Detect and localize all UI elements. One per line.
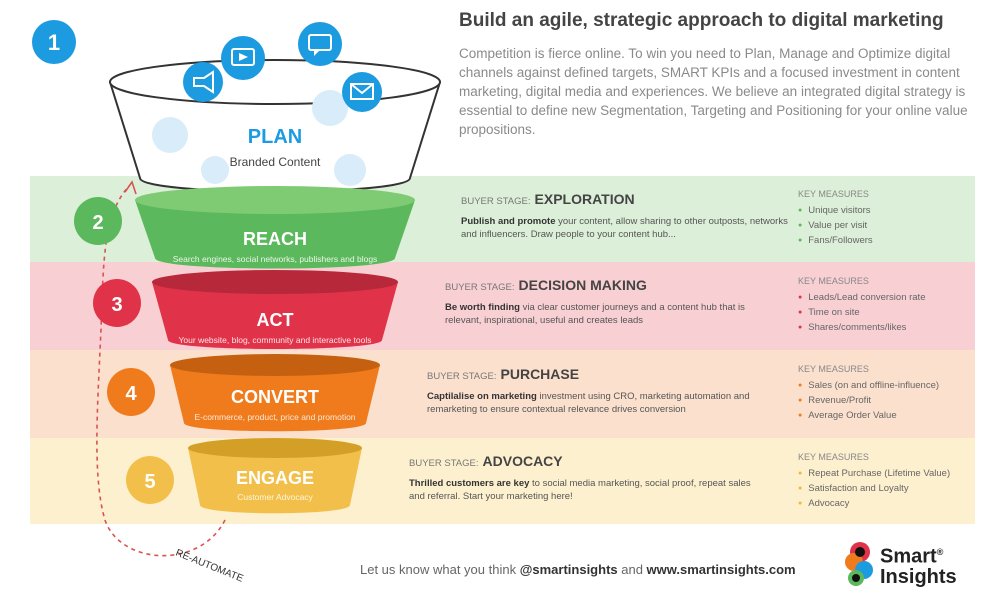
plan-subtitle: Branded Content: [230, 155, 321, 169]
stage-highlight: Publish and promote: [461, 216, 556, 227]
measures-heading: KEY MEASURES: [798, 452, 869, 462]
footer-prefix: Let us know what you think: [360, 562, 520, 577]
measures-heading: KEY MEASURES: [798, 364, 869, 374]
twitter-handle-link[interactable]: @smartinsights: [519, 562, 618, 577]
stage-highlight: Be worth finding: [445, 302, 520, 313]
stage-name: PURCHASE: [500, 366, 580, 382]
chat-icon: [298, 22, 342, 66]
act-segment: ACT Your website, blog, community and in…: [152, 270, 398, 349]
engage-segment: ENGAGE Customer Advocacy: [188, 438, 362, 514]
measures-heading: KEY MEASURES: [798, 189, 869, 199]
measure-item: Revenue/Profit: [798, 395, 978, 406]
convert-segment: CONVERT E-commerce, product, price and p…: [170, 354, 380, 432]
convert-title: CONVERT: [231, 387, 319, 407]
stage-label: BUYER STAGE:: [427, 371, 497, 382]
svg-text:3: 3: [111, 294, 122, 316]
act-title: ACT: [257, 310, 294, 330]
stage-highlight: Thrilled customers are key: [409, 478, 530, 489]
act-subtitle: Your website, blog, community and intera…: [179, 335, 372, 345]
step-4-badge: 4: [107, 368, 155, 416]
footer-middle: and: [617, 562, 647, 577]
measure-item: Unique visitors: [798, 205, 978, 216]
convert-subtitle: E-commerce, product, price and promotion: [194, 412, 355, 422]
loop-arrowhead: [124, 180, 137, 195]
intro-paragraph: Competition is fierce online. To win you…: [459, 46, 968, 137]
video-icon: [221, 36, 265, 80]
stage-advocacy: BUYER STAGE:ADVOCACY Thrilled customers …: [409, 454, 754, 503]
svg-text:1: 1: [48, 30, 60, 55]
measure-item: Repeat Purchase (Lifetime Value): [798, 468, 978, 479]
page-title: Build an agile, strategic approach to di…: [459, 10, 944, 31]
step-3-badge: 3: [93, 279, 141, 327]
measure-item: Fans/Followers: [798, 235, 978, 246]
stage-decision-making: BUYER STAGE:DECISION MAKING Be worth fin…: [445, 278, 775, 327]
svg-text:2: 2: [92, 212, 103, 234]
svg-text:4: 4: [125, 383, 137, 405]
stage-description: investment using CRO, marketing automati…: [427, 391, 750, 415]
step-1-badge: 1: [32, 20, 76, 64]
key-measures-engage: KEY MEASURES Repeat Purchase (Lifetime V…: [798, 452, 978, 513]
stage-label: BUYER STAGE:: [409, 458, 479, 469]
measure-item: Leads/Lead conversion rate: [798, 292, 978, 303]
measure-item: Time on site: [798, 307, 978, 318]
stage-name: DECISION MAKING: [518, 277, 647, 293]
measure-item: Advocacy: [798, 498, 978, 509]
footer: Let us know what you think @smartinsight…: [360, 562, 796, 577]
measure-item: Value per visit: [798, 220, 978, 231]
engage-title: ENGAGE: [236, 468, 314, 488]
svg-text:5: 5: [144, 471, 155, 493]
stage-description: your content, allow sharing to other out…: [461, 216, 788, 240]
step-2-badge: 2: [74, 197, 122, 245]
website-link[interactable]: www.smartinsights.com: [646, 562, 796, 577]
measure-item: Satisfaction and Loyalty: [798, 483, 978, 494]
reach-title: REACH: [243, 229, 307, 249]
stage-highlight: Captilalise on marketing: [427, 391, 537, 402]
measure-item: Average Order Value: [798, 410, 978, 421]
key-measures-reach: KEY MEASURES Unique visitors Value per v…: [798, 189, 978, 250]
logo-text: Smart® Insights: [880, 545, 957, 588]
measure-item: Sales (on and offline-influence): [798, 380, 978, 391]
stage-name: EXPLORATION: [534, 191, 635, 207]
megaphone-icon: [183, 62, 223, 102]
plan-title: PLAN: [248, 126, 302, 148]
stage-label: BUYER STAGE:: [445, 282, 515, 293]
engage-subtitle: Customer Advocacy: [237, 492, 313, 502]
measure-item: Shares/comments/likes: [798, 322, 978, 333]
measures-heading: KEY MEASURES: [798, 276, 869, 286]
stage-label: BUYER STAGE:: [461, 196, 531, 207]
mail-icon: [342, 72, 382, 112]
stage-exploration: BUYER STAGE:EXPLORATION Publish and prom…: [461, 192, 801, 241]
key-measures-act: KEY MEASURES Leads/Lead conversion rate …: [798, 276, 978, 337]
reach-subtitle: Search engines, social networks, publish…: [173, 254, 378, 264]
stage-description: to social media marketing, social proof,…: [409, 478, 751, 502]
stage-description: via clear customer journeys and a conten…: [445, 302, 745, 326]
key-measures-convert: KEY MEASURES Sales (on and offline-influ…: [798, 364, 978, 425]
reach-segment: REACH Search engines, social networks, p…: [135, 186, 415, 269]
stage-name: ADVOCACY: [482, 453, 563, 469]
smart-insights-logo-icon: [845, 542, 873, 586]
re-automate-label: RE-AUTOMATE: [174, 548, 245, 585]
step-5-badge: 5: [126, 456, 174, 504]
band-engage: [30, 438, 975, 524]
stage-purchase: BUYER STAGE:PURCHASE Captilalise on mark…: [427, 367, 767, 416]
